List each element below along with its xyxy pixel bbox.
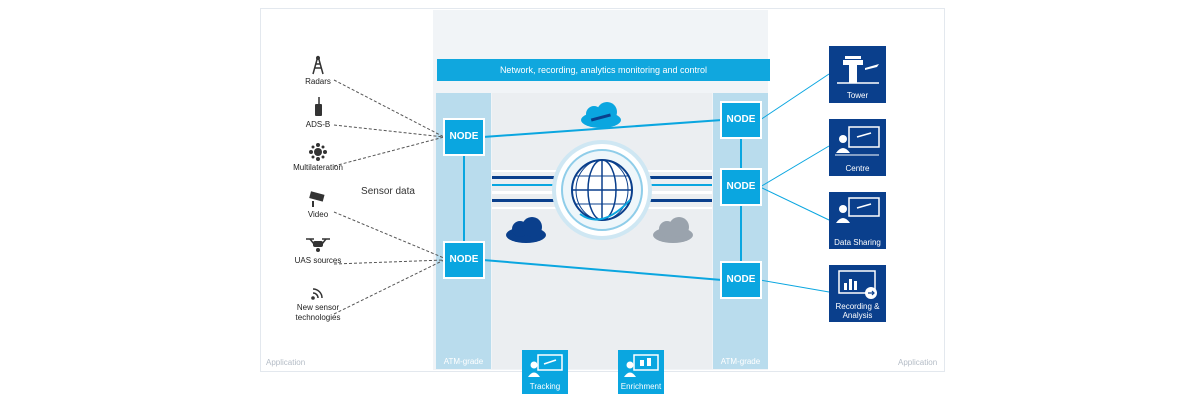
sensor-label: Multilateration bbox=[293, 163, 343, 172]
node-5: NODE bbox=[722, 263, 760, 297]
radar-icon bbox=[312, 55, 324, 75]
multilateration-connection bbox=[333, 136, 445, 167]
ads-b-connection bbox=[333, 124, 445, 138]
application-label-right: Application bbox=[898, 358, 938, 367]
sensor-uas: UAS sources bbox=[258, 236, 378, 266]
tracking-icon bbox=[528, 354, 563, 377]
sensor-label: ADS-B bbox=[305, 120, 331, 129]
sensor-video: Video bbox=[258, 190, 378, 220]
app-label: Data Sharing bbox=[834, 238, 881, 247]
app-label: Tower bbox=[846, 91, 869, 100]
node-1: NODE bbox=[445, 120, 483, 154]
satellite-cloud-icon bbox=[581, 102, 621, 128]
node-4: NODE bbox=[722, 170, 760, 204]
sensor-label: New sensor technologies bbox=[295, 303, 341, 322]
sensor-multilateration: Multilateration bbox=[258, 143, 378, 173]
sensor-connections bbox=[333, 79, 445, 315]
app-recording-analysis[interactable]: Recording & Analysis bbox=[829, 265, 886, 322]
node-2: NODE bbox=[445, 243, 483, 277]
new-sensor-connection bbox=[333, 259, 445, 315]
sensor-data-title: Sensor data bbox=[361, 186, 415, 197]
application-label-left: Application bbox=[266, 358, 306, 367]
enrichment-icon bbox=[624, 354, 659, 377]
sensor-label: Radars bbox=[305, 77, 331, 86]
app-label: Centre bbox=[845, 164, 870, 173]
right-column-label: ATM-grade bbox=[720, 357, 761, 366]
radar-connection bbox=[333, 79, 445, 138]
video-camera-icon bbox=[309, 191, 325, 207]
app-tracking[interactable]: Tracking bbox=[522, 350, 568, 394]
dark-cloud-icon bbox=[506, 217, 546, 243]
multilateration-icon bbox=[309, 143, 327, 161]
sensor-ads-b: ADS-B bbox=[258, 96, 378, 130]
application-links bbox=[759, 73, 830, 293]
globe-icon bbox=[552, 140, 652, 240]
node-3: NODE bbox=[722, 103, 760, 137]
tower-icon bbox=[837, 56, 879, 84]
centre-icon bbox=[835, 126, 880, 156]
node-links bbox=[463, 119, 742, 281]
recording-link bbox=[759, 279, 830, 293]
app-enrichment[interactable]: Enrichment bbox=[618, 350, 664, 394]
recording-analysis-icon bbox=[838, 270, 877, 299]
left-column-label: ATM-grade bbox=[443, 357, 484, 366]
app-centre[interactable]: Centre bbox=[829, 119, 886, 176]
app-data-sharing[interactable]: Data Sharing bbox=[829, 192, 886, 249]
signal-icon bbox=[311, 288, 323, 300]
app-label: Tracking bbox=[529, 382, 561, 391]
app-label: Recording & Analysis bbox=[835, 302, 880, 320]
network-banner: Network, recording, analytics monitoring… bbox=[437, 59, 770, 81]
app-label: Enrichment bbox=[620, 382, 662, 391]
uas-connection bbox=[333, 259, 445, 265]
grey-cloud-icon bbox=[653, 217, 693, 243]
centre-link bbox=[759, 145, 830, 188]
sensor-label: UAS sources bbox=[294, 256, 342, 265]
ads-b-icon bbox=[315, 97, 322, 116]
app-tower[interactable]: Tower bbox=[829, 46, 886, 103]
sensor-radars: Radars bbox=[258, 55, 378, 87]
sensor-label: Video bbox=[307, 210, 329, 219]
link-node2-node5 bbox=[482, 259, 723, 281]
data-sharing-icon bbox=[836, 197, 880, 223]
link-node1-node3 bbox=[482, 119, 723, 138]
sensor-new-technologies: New sensor technologies bbox=[258, 285, 378, 323]
data-sharing-link bbox=[759, 186, 830, 221]
drone-icon bbox=[306, 238, 330, 252]
tower-link bbox=[759, 73, 830, 121]
